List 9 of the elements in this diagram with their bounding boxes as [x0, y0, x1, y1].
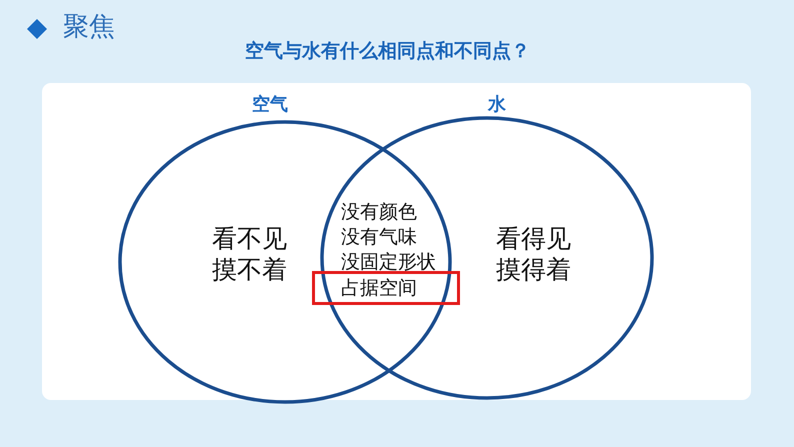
circle-text: 看得见摸得着 [496, 223, 572, 285]
overlap-text: 没有气味 [341, 225, 417, 250]
overlap-text: 没有颜色 [341, 200, 417, 225]
circle-label: 空气 [252, 94, 288, 116]
circle-label: 水 [488, 94, 506, 116]
highlight-box: 占据空间 [312, 271, 460, 305]
title: 空气与水有什么相同点和不同点？ [245, 40, 530, 62]
circle-text: 看不见摸不着 [212, 223, 288, 285]
section-heading: 聚焦 [63, 12, 115, 42]
